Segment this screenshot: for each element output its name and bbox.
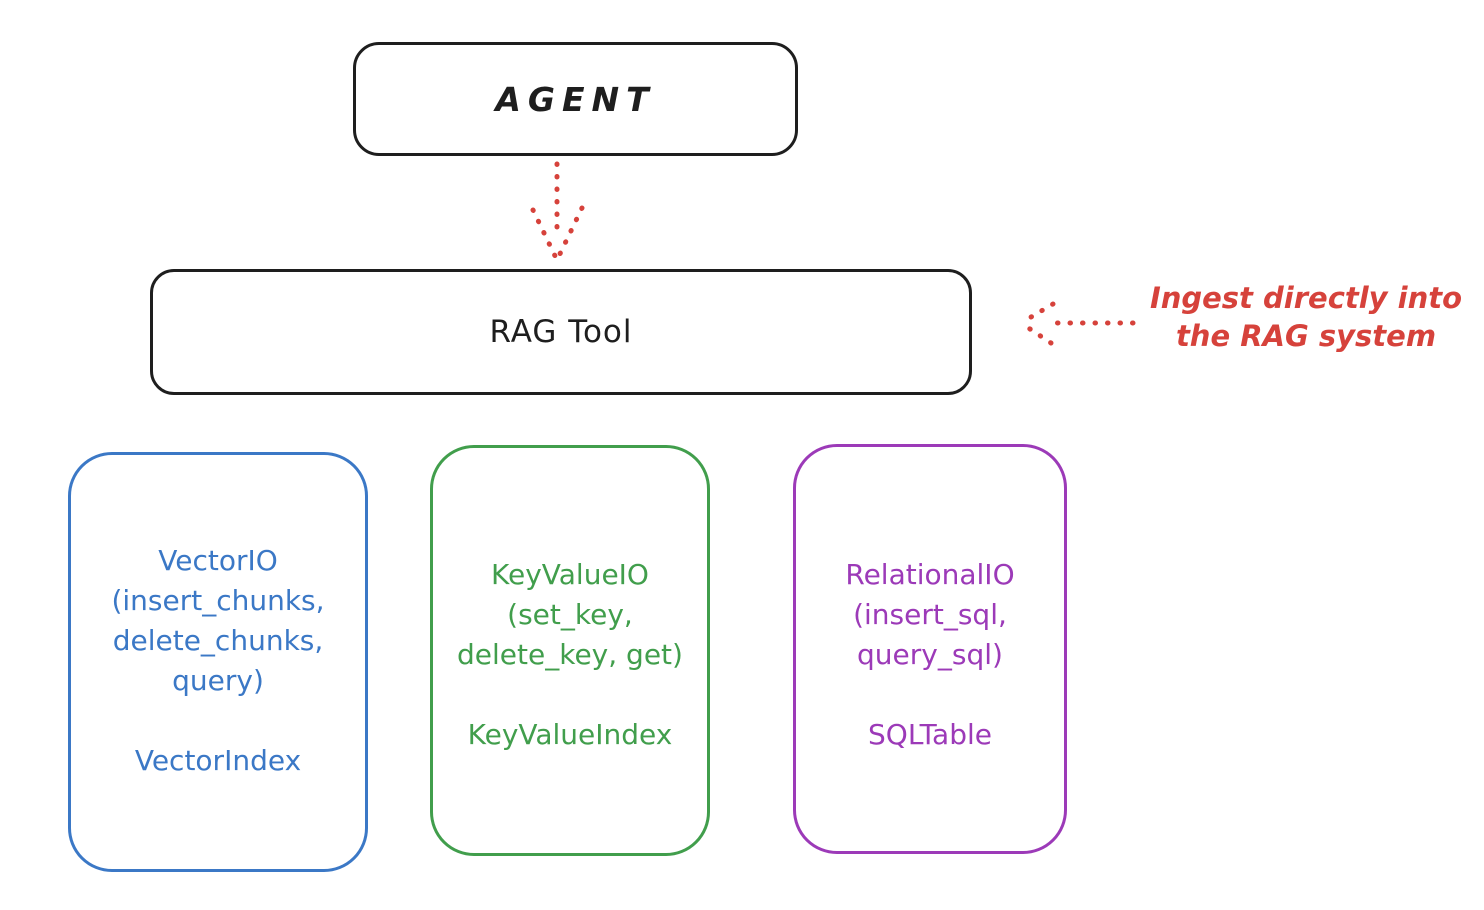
relational-io-method-line: query_sql) xyxy=(857,638,1003,671)
ingest-annotation-line1: Ingest directly into xyxy=(1149,281,1463,315)
relational-io-node: RelationalIO (insert_sql, query_sql) SQL… xyxy=(793,444,1067,854)
vector-index-label: VectorIndex xyxy=(134,744,302,777)
sql-table-label: SQLTable xyxy=(868,718,992,751)
vector-io-title: VectorIO xyxy=(158,544,278,577)
relational-io-method-line: (insert_sql, xyxy=(853,598,1007,631)
rag-tool-label: RAG Tool xyxy=(489,314,633,350)
keyvalue-io-node: KeyValueIO (set_key, delete_key, get) Ke… xyxy=(430,445,710,856)
arrow-annotation-to-ragtool-icon xyxy=(1018,301,1136,346)
relational-io-title: RelationalIO xyxy=(845,558,1015,591)
vector-io-node: VectorIO (insert_chunks, delete_chunks, … xyxy=(68,452,368,872)
keyvalue-io-api: KeyValueIO (set_key, delete_key, get) xyxy=(457,555,683,675)
agent-node: AGENT xyxy=(353,42,798,156)
relational-io-api: RelationalIO (insert_sql, query_sql) xyxy=(845,555,1014,675)
rag-tool-node: RAG Tool xyxy=(150,269,972,395)
ingest-annotation: Ingest directly into the RAG system xyxy=(1138,279,1474,355)
agent-label: AGENT xyxy=(495,79,656,119)
keyvalue-io-method-line: (set_key, xyxy=(507,598,633,631)
keyvalue-io-method-line: delete_key, get) xyxy=(457,638,683,671)
keyvalue-io-title: KeyValueIO xyxy=(491,558,649,591)
keyvalue-index-label: KeyValueIndex xyxy=(467,718,673,751)
ingest-annotation-line2: the RAG system xyxy=(1175,319,1437,353)
vector-io-api: VectorIO (insert_chunks, delete_chunks, … xyxy=(111,541,324,701)
vector-io-method-line: query) xyxy=(172,664,264,697)
vector-io-method-line: delete_chunks, xyxy=(112,624,324,657)
arrow-agent-to-ragtool-icon xyxy=(530,161,585,263)
vector-io-method-line: (insert_chunks, xyxy=(111,584,325,617)
